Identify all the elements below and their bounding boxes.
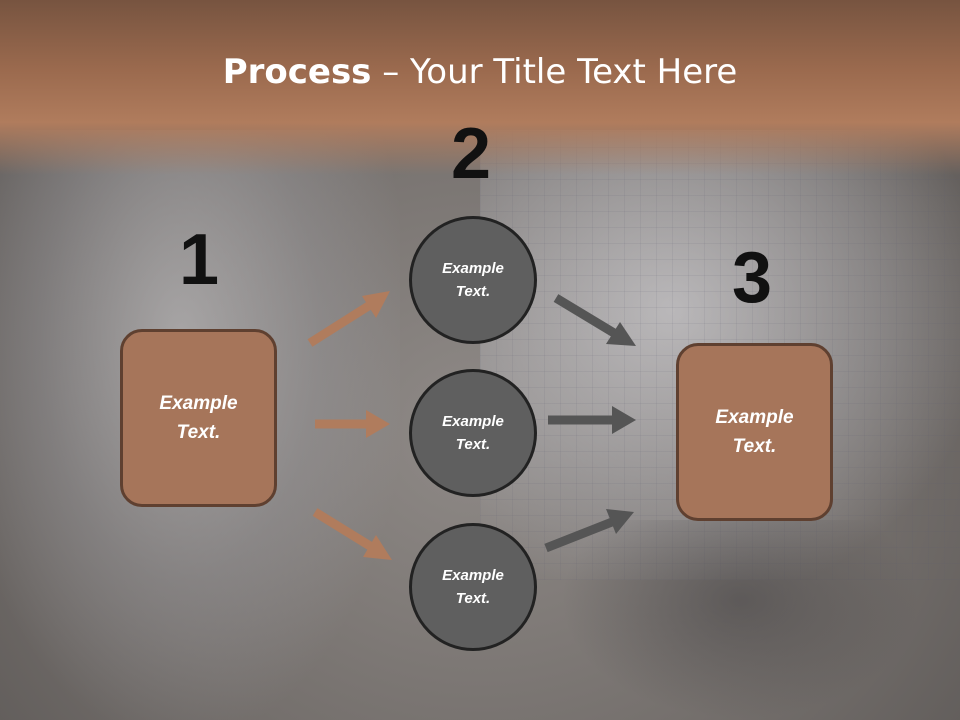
arrow-from-circle-bottom — [544, 509, 634, 553]
title-banner — [0, 0, 960, 175]
step-number-3: 3 — [732, 238, 773, 318]
step-1-box-text: Example Text. — [159, 393, 238, 443]
step-2-circle-top: Example Text. — [409, 216, 537, 344]
slide-title: Process – Your Title Text Here — [0, 52, 960, 92]
circle-middle-text: Example Text. — [442, 413, 504, 453]
step-number-1: 1 — [179, 220, 220, 300]
step-1-box: Example Text. — [120, 329, 277, 507]
arrow-from-circle-middle — [548, 406, 636, 434]
arrow-to-circle-top — [307, 291, 390, 347]
circle-bottom-text: Example Text. — [442, 567, 504, 607]
arrow-to-circle-bottom — [312, 508, 392, 560]
title-rest: – Your Title Text Here — [371, 52, 738, 92]
circle-top-text: Example Text. — [442, 260, 504, 300]
arrow-to-circle-middle — [315, 410, 390, 438]
step-2-circle-bottom: Example Text. — [409, 523, 537, 651]
arrow-from-circle-top — [553, 294, 636, 346]
step-3-box: Example Text. — [676, 343, 833, 521]
step-3-box-text: Example Text. — [715, 407, 794, 457]
title-bold: Process — [222, 52, 372, 92]
step-number-2: 2 — [451, 114, 492, 194]
step-2-circle-middle: Example Text. — [409, 369, 537, 497]
background-photo-shadow — [560, 520, 920, 720]
